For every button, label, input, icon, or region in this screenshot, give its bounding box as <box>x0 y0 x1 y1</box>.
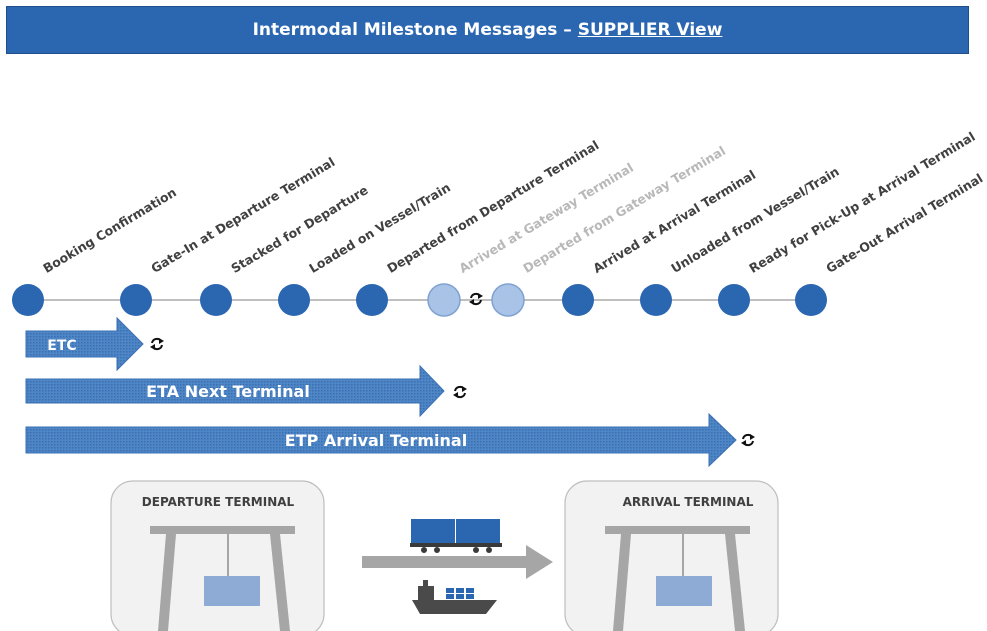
crane-icon <box>605 526 750 631</box>
refresh-icon <box>452 385 468 399</box>
departure-terminal-label: DEPARTURE TERMINAL <box>142 495 295 509</box>
milestone-dots <box>12 283 827 317</box>
title-prefix: Intermodal Milestone Messages – <box>252 20 572 40</box>
eta-next-terminal-arrow: ETA Next Terminal <box>25 364 468 418</box>
milestone-dot <box>795 284 827 316</box>
title-view: SUPPLIER View <box>577 20 723 40</box>
milestone-dot <box>427 283 461 317</box>
milestone-dot <box>12 284 44 316</box>
etc-label: ETC <box>47 338 76 354</box>
etp-arrival-terminal-arrow: ETP Arrival Terminal <box>25 412 756 468</box>
refresh-icon <box>149 337 165 351</box>
etc-arrow: ETC <box>25 316 165 372</box>
milestone-dot <box>640 284 672 316</box>
train-icon <box>410 519 502 553</box>
milestone-dot <box>120 284 152 316</box>
page-title: Intermodal Milestone Messages – SUPPLIER… <box>6 6 969 54</box>
crane-icon <box>150 526 295 631</box>
milestone-dot <box>356 284 388 316</box>
milestone-dot <box>562 284 594 316</box>
eta-next-terminal-label: ETA Next Terminal <box>146 382 310 401</box>
arrival-terminal: ARRIVAL TERMINAL <box>564 480 779 631</box>
milestone-dot <box>200 284 232 316</box>
milestone-dot <box>718 284 750 316</box>
transport-arrow <box>362 545 553 579</box>
etp-arrival-terminal-label: ETP Arrival Terminal <box>285 431 467 450</box>
refresh-icon <box>740 433 756 447</box>
arrival-terminal-label: ARRIVAL TERMINAL <box>623 495 754 509</box>
ship-icon <box>412 580 497 614</box>
milestone-dot <box>278 284 310 316</box>
milestone-dot <box>491 283 525 317</box>
departure-terminal: DEPARTURE TERMINAL <box>110 480 325 631</box>
